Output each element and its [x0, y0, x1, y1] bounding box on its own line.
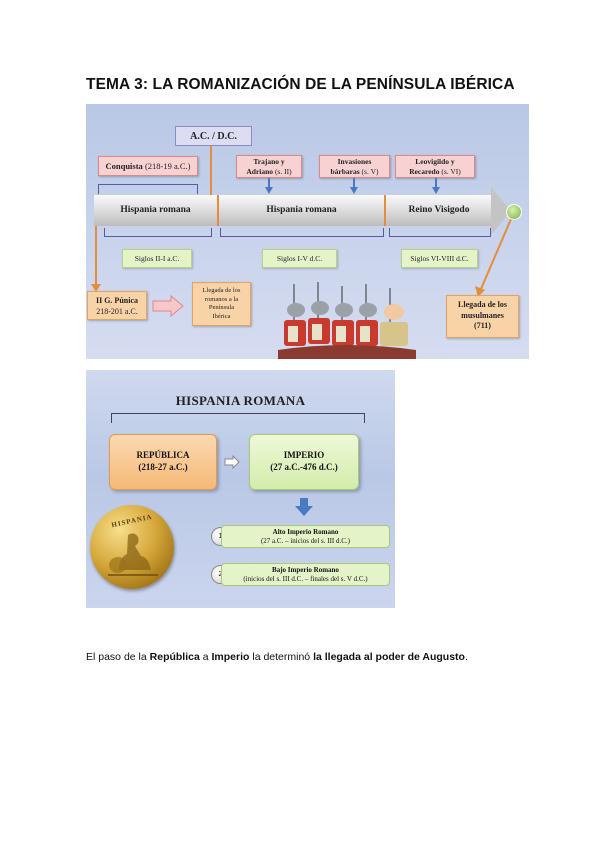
paragraph-bold-republica: República [149, 651, 200, 663]
alto-imperio-dates: (27 a.C. – inicios del s. III d.C.) [260, 537, 351, 545]
trajano-line2: Adriano [246, 167, 274, 176]
musulmanes-line1: Llegada de los [458, 300, 507, 309]
paragraph-text-3: la determinó [249, 651, 314, 663]
bar-divider-2 [384, 195, 386, 226]
punica-line2: 218-201 a.C. [96, 307, 138, 316]
arrow-leovigildo-head [432, 187, 440, 194]
timeline-end-marker [506, 204, 522, 220]
arrow-trajano-line [268, 178, 270, 188]
republica-box: REPÚBLICA (218-27 a.C.) [109, 434, 217, 490]
bajo-imperio-box: Bajo Imperio Romano (inicios del s. III … [221, 563, 390, 586]
bajo-imperio-dates: (inicios del s. III d.C. – finales del s… [243, 575, 368, 583]
llegada-musulmanes-box: Llegada de los musulmanes (711) [446, 295, 519, 338]
bar-segment-reino-visigodo: Reino Visigodo [408, 205, 470, 215]
punica-line1: II G. Púnica [95, 296, 138, 305]
paragraph-bold-augusto: la llegada al poder de Augusto [313, 651, 465, 663]
hispania-romana-diagram: HISPANIA ROMANA REPÚBLICA (218-27 a.C.) … [86, 370, 395, 608]
timeline-diagram: A.C. / D.C. Conquista (218-19 a.C.) Traj… [86, 104, 529, 359]
leovigildo-line1: Leovigildo y [415, 157, 455, 166]
arrow-invasiones-head [350, 187, 358, 194]
arrow-leovigildo-line [435, 178, 437, 188]
imperio-line2: (27 a.C.-476 d.C.) [270, 462, 338, 472]
punica-arrow-icon [152, 295, 184, 317]
llegada-romanos-line2: romanos a la [204, 295, 239, 303]
bracket-siglos-3 [389, 228, 491, 237]
event-leovigildo-recaredo: Leovigildo y Recaredo (s. VI) [395, 155, 475, 178]
hispania-coin-image: HISPANIA [90, 505, 174, 589]
republica-to-imperio-arrow-icon [224, 455, 240, 469]
roman-soldiers-illustration [278, 282, 416, 359]
imperio-down-arrow-icon [295, 498, 313, 516]
paragraph-bold-imperio: Imperio [211, 651, 250, 663]
bar-divider-1 [217, 195, 219, 226]
imperio-box: IMPERIO (27 a.C.-476 d.C.) [249, 434, 359, 490]
llegada-romanos-line1: Llegada de los [202, 287, 241, 294]
century-label-3: Siglos VI-VIII d.C. [401, 249, 478, 268]
paragraph-text-2: a [199, 651, 212, 663]
bajo-imperio-title: Bajo Imperio Romano [272, 566, 339, 574]
alto-imperio-box: Alto Imperio Romano (27 a.C. – inicios d… [221, 525, 390, 548]
era-label-box: A.C. / D.C. [175, 126, 252, 146]
bracket-conquista [98, 184, 198, 194]
bar-segment-hispania-romana-1: Hispania romana [120, 205, 191, 215]
imperio-line1: IMPERIO [283, 450, 325, 460]
summary-paragraph: El paso de la República a Imperio la det… [86, 651, 468, 663]
bracket-siglos-2 [220, 228, 384, 237]
arrow-invasiones-line [353, 178, 355, 188]
conquista-label: Conquista [105, 161, 143, 171]
bar-segment-hispania-romana-2: Hispania romana [266, 205, 337, 215]
segunda-guerra-punica-box: II G. Púnica 218-201 a.C. [87, 291, 147, 320]
alto-imperio-title: Alto Imperio Romano [272, 528, 339, 536]
conquista-dates: (218-19 a.C.) [144, 161, 191, 171]
trajano-dates: (s. II) [274, 167, 292, 176]
hispania-bracket [111, 413, 365, 423]
arrow-trajano-head [265, 187, 273, 194]
bracket-siglos-1 [104, 228, 212, 237]
paragraph-text-4: . [464, 651, 468, 663]
event-invasiones-barbaras: Invasiones bárbaras (s. V) [319, 155, 390, 178]
event-trajano-adriano: Trajano y Adriano (s. II) [236, 155, 302, 178]
musulmanes-line3: (711) [474, 321, 491, 330]
hispania-title: HISPANIA ROMANA [175, 393, 306, 408]
century-label-1: Siglos II-I a.C. [122, 249, 192, 268]
musulmanes-line2: musulmanes [461, 310, 504, 320]
invasiones-line1: Invasiones [337, 157, 372, 166]
republica-line2: (218-27 a.C.) [138, 462, 188, 472]
llegada-romanos-line4: Ibérica [212, 312, 231, 320]
llegada-romanos-box: Llegada de los romanos a la Península Ib… [192, 282, 251, 326]
coin-figure [108, 533, 158, 576]
leovigildo-line2: Recaredo [409, 167, 440, 176]
timeline-bar: Hispania romana Hispania romana Reino Vi… [94, 195, 492, 226]
page-title: TEMA 3: LA ROMANIZACIÓN DE LA PENÍNSULA … [86, 76, 515, 93]
paragraph-text-1: El paso de la [86, 651, 150, 663]
event-conquista: Conquista (218-19 a.C.) [98, 156, 198, 176]
leovigildo-dates: (s. VI) [441, 167, 461, 176]
century-label-2: Siglos I-V d.C. [262, 249, 337, 268]
trajano-line1: Trajano y [253, 157, 285, 166]
invasiones-dates: (s. V) [361, 167, 379, 176]
republica-line1: REPÚBLICA [136, 450, 190, 460]
invasiones-line2: bárbaras [330, 167, 360, 176]
llegada-romanos-line3: Península [208, 304, 235, 311]
timeline-arrowhead [491, 187, 511, 235]
